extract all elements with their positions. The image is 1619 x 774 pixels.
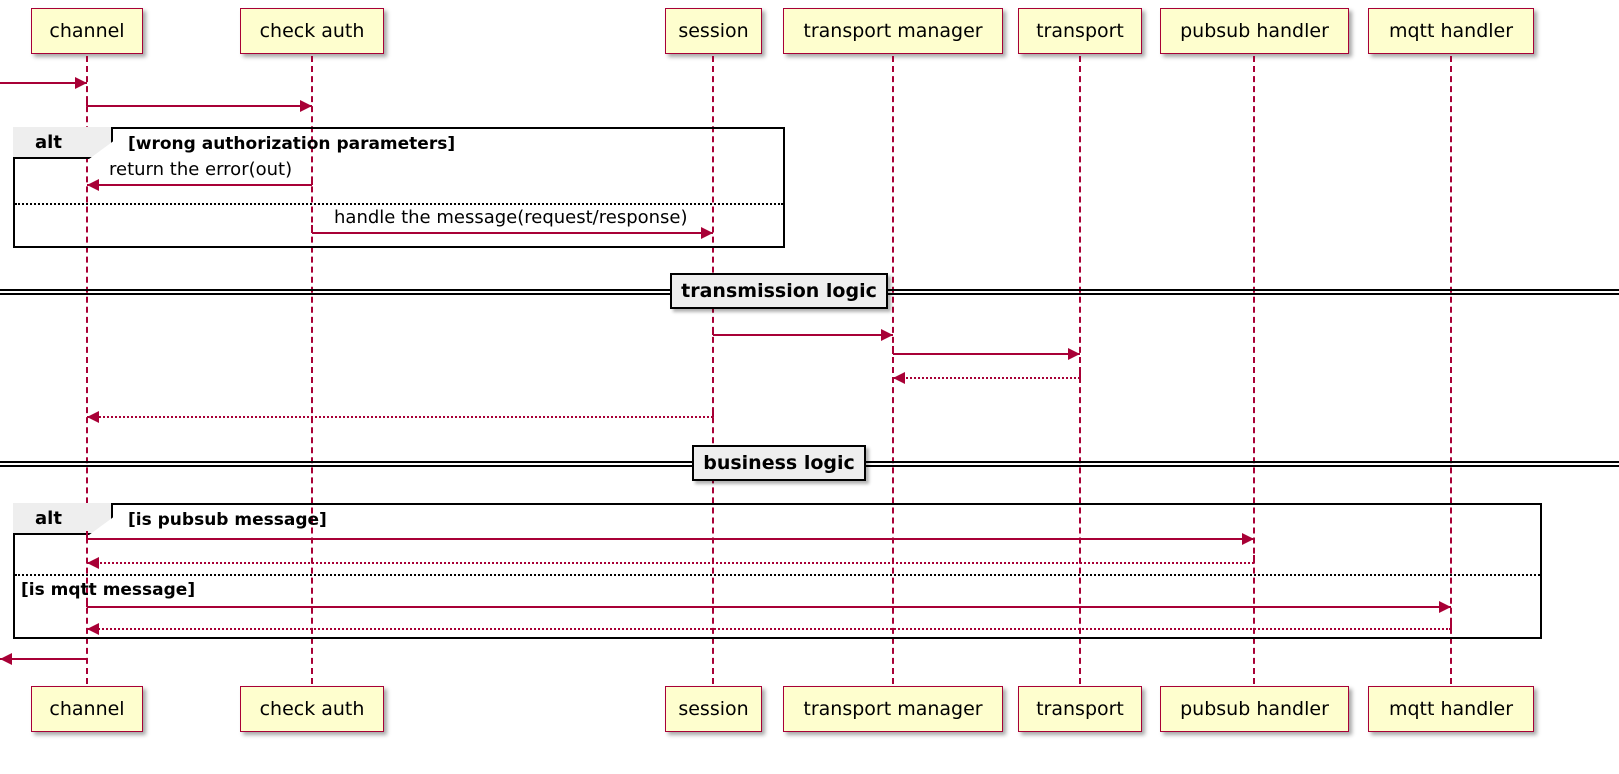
- participant-transport-manager-top[interactable]: transport manager: [783, 8, 1003, 54]
- participant-label: check auth: [259, 698, 365, 720]
- divider-box-divider-business: business logic: [692, 445, 866, 481]
- participant-channel-bottom[interactable]: channel: [31, 686, 143, 732]
- participant-session-bottom[interactable]: session: [665, 686, 762, 732]
- participant-label: pubsub handler: [1180, 698, 1329, 720]
- participant-label: transport: [1036, 698, 1124, 720]
- message-stub-m3: [311, 177, 313, 185]
- lifeline-channel: [86, 56, 88, 684]
- message-line-m5: [713, 334, 893, 336]
- lifeline-pubsub-handler: [1253, 56, 1255, 684]
- group-alt-business: [13, 503, 1542, 639]
- participant-mqtt-handler-bottom[interactable]: mqtt handler: [1368, 686, 1534, 732]
- lifeline-transport-manager: [892, 56, 894, 684]
- participant-channel-top[interactable]: channel: [31, 8, 143, 54]
- group-alt-auth: [13, 127, 785, 248]
- participant-label: check auth: [259, 20, 365, 42]
- message-stub-m11: [86, 599, 88, 607]
- message-arrowhead-m11: [1439, 601, 1451, 613]
- message-arrowhead-m2: [300, 100, 312, 112]
- message-arrowhead-m13: [0, 653, 12, 665]
- participant-label: transport manager: [803, 20, 983, 42]
- message-arrowhead-m9: [1242, 533, 1254, 545]
- message-line-m8: [87, 416, 713, 418]
- participant-label: pubsub handler: [1180, 20, 1329, 42]
- lifeline-mqtt-handler: [1450, 56, 1452, 684]
- participant-label: channel: [49, 698, 125, 720]
- divider-label: business logic: [703, 452, 855, 474]
- message-arrowhead-m3: [87, 179, 99, 191]
- message-arrowhead-m7: [893, 372, 905, 384]
- message-line-m11: [87, 606, 1451, 608]
- group-condition-primary-alt-auth: [wrong authorization parameters]: [128, 134, 456, 154]
- group-condition-primary-alt-business: [is pubsub message]: [128, 510, 327, 530]
- participant-transport-top[interactable]: transport: [1018, 8, 1142, 54]
- message-line-m10: [87, 562, 1254, 564]
- participant-mqtt-handler-top[interactable]: mqtt handler: [1368, 8, 1534, 54]
- message-stub-m5: [712, 327, 714, 335]
- divider-label: transmission logic: [681, 280, 877, 302]
- message-label-m4: handle the message(request/response): [334, 207, 688, 228]
- participant-transport-manager-bottom[interactable]: transport manager: [783, 686, 1003, 732]
- divider-box-divider-transmission: transmission logic: [670, 273, 888, 309]
- participant-label: session: [678, 20, 749, 42]
- message-arrowhead-m6: [1068, 348, 1080, 360]
- message-arrowhead-m8: [87, 411, 99, 423]
- group-condition-secondary-alt-business: [is mqtt message]: [21, 580, 196, 600]
- participant-pubsub-handler-bottom[interactable]: pubsub handler: [1160, 686, 1349, 732]
- message-line-m7: [893, 377, 1080, 379]
- group-keyword: alt: [35, 131, 62, 153]
- message-line-m12: [87, 628, 1451, 630]
- message-stub-m2: [86, 98, 88, 106]
- message-stub-m9: [86, 531, 88, 539]
- message-line-m13: [0, 658, 87, 660]
- participant-label: transport: [1036, 20, 1124, 42]
- lifeline-check-auth: [311, 56, 313, 684]
- participant-pubsub-handler-top[interactable]: pubsub handler: [1160, 8, 1349, 54]
- group-keyword: alt: [35, 507, 62, 529]
- participant-label: session: [678, 698, 749, 720]
- message-arrowhead-m5: [881, 329, 893, 341]
- message-stub-m6: [892, 346, 894, 354]
- lifeline-session: [712, 56, 714, 684]
- message-line-m9: [87, 538, 1254, 540]
- participant-transport-bottom[interactable]: transport: [1018, 686, 1142, 732]
- message-line-m4: [312, 232, 713, 234]
- group-divider-alt-business: [15, 574, 1540, 576]
- participant-label: transport manager: [803, 698, 983, 720]
- message-stub-m7: [1079, 370, 1081, 378]
- message-label-m3: return the error(out): [109, 159, 293, 180]
- message-line-m2: [87, 105, 312, 107]
- message-stub-m4: [311, 225, 313, 233]
- participant-label: mqtt handler: [1388, 20, 1514, 42]
- participant-label: mqtt handler: [1388, 698, 1514, 720]
- message-arrowhead-m4: [701, 227, 713, 239]
- message-stub-m12: [1450, 621, 1452, 629]
- message-arrowhead-m10: [87, 557, 99, 569]
- message-stub-m10: [1253, 555, 1255, 563]
- participant-check-auth-bottom[interactable]: check auth: [240, 686, 384, 732]
- message-arrowhead-m12: [87, 623, 99, 635]
- message-line-m1: [0, 82, 87, 84]
- participant-check-auth-top[interactable]: check auth: [240, 8, 384, 54]
- message-arrowhead-m1: [75, 77, 87, 89]
- message-line-m6: [893, 353, 1080, 355]
- participant-session-top[interactable]: session: [665, 8, 762, 54]
- participant-label: channel: [49, 20, 125, 42]
- group-divider-alt-auth: [15, 203, 783, 205]
- message-line-m3: [87, 184, 312, 186]
- message-stub-m8: [712, 409, 714, 417]
